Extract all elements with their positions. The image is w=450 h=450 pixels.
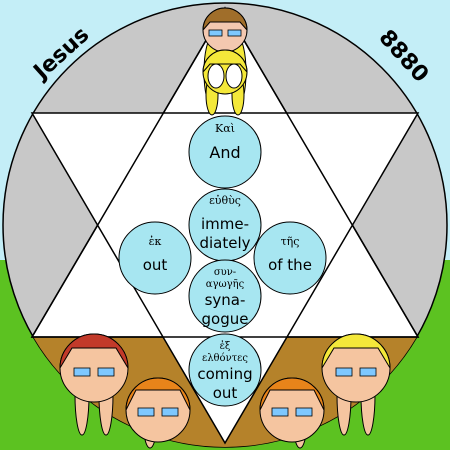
greek-word-line1: συν- (214, 267, 236, 278)
greek-word: Καὶ (215, 122, 235, 135)
word-bubble-coming-out: ἐξ ελθόντες coming out (188, 333, 262, 407)
word-bubble-and: Καὶ And (188, 115, 262, 189)
greek-word: τῆς (281, 235, 300, 248)
english-word-line1: coming (197, 365, 252, 383)
english-word-line2: out (213, 384, 238, 402)
greek-word: ἐκ (149, 235, 162, 248)
greek-word: εὐθὺς (209, 194, 241, 207)
english-word-line1: syna- (205, 291, 246, 309)
figure-bottom-orange-left (125, 377, 191, 449)
english-word: of the (268, 256, 312, 274)
figure-bottom-red (59, 333, 129, 436)
word-bubble-immediately: εὐθὺς imme- diately (188, 188, 262, 262)
word-bubble-of-the: τῆς of the (253, 221, 327, 295)
word-bubble-out: ἐκ out (118, 221, 192, 295)
english-word: out (143, 256, 168, 274)
english-word: And (209, 143, 240, 162)
word-bubble-synagogue: συν- αγωγῆς syna- gogue (188, 259, 262, 333)
english-word-line1: imme- (201, 215, 249, 233)
figure-top-yellow (202, 49, 248, 116)
figure-bottom-orange-right (259, 377, 325, 449)
greek-word-line2: ελθόντες (202, 353, 248, 364)
english-word-line2: gogue (202, 310, 249, 328)
greek-word-line2: αγωγῆς (206, 279, 245, 290)
greek-word-line1: ἐξ (220, 341, 231, 352)
english-word-line2: diately (199, 234, 250, 252)
figure-bottom-yellow (321, 333, 391, 436)
